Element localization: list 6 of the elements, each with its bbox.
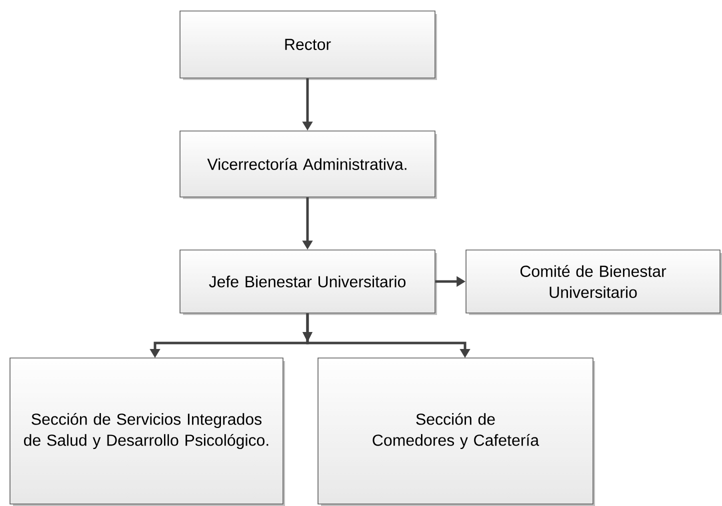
org-box: Sección de Servicios Integrados de Salud y Desarrollo Psicológico. <box>10 358 284 504</box>
org-box: Sección de Comedores y Cafetería <box>318 358 594 504</box>
org-box: Rector <box>180 10 436 78</box>
org-box: Comité de Bienestar Universitario <box>466 250 720 314</box>
org-box: Vicerrectoría Administrativa. <box>180 130 436 198</box>
org-box: Jefe Bienestar Universitario <box>180 250 436 314</box>
